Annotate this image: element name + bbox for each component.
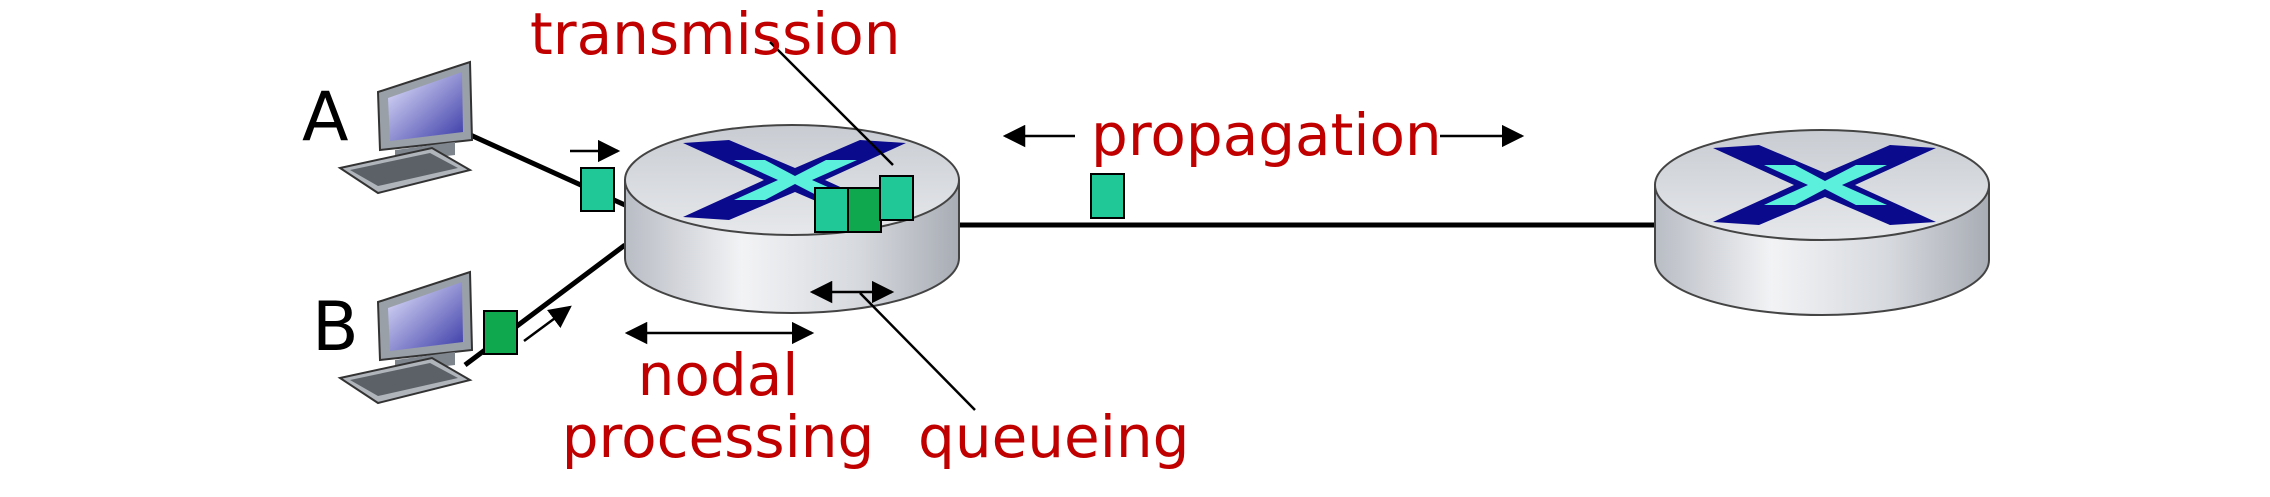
- host-b-label: B: [312, 288, 359, 367]
- nodal-label: nodal: [638, 341, 799, 409]
- queueing-pointer: [859, 292, 976, 411]
- link-b-direction-arrow: [523, 305, 572, 343]
- processing-label: processing: [562, 403, 875, 471]
- host-a-computer-icon: [337, 60, 474, 195]
- packet-on-link-b: [483, 310, 518, 355]
- packet-on-link-a: [580, 167, 615, 212]
- transmission-pointer: [769, 41, 894, 166]
- router-1-icon: [624, 124, 960, 314]
- packet-propagating: [1090, 173, 1125, 219]
- packet-queued-2: [847, 187, 882, 233]
- router-2-icon: [1654, 129, 1990, 316]
- transmission-label: transmission: [530, 0, 901, 68]
- packet-queued-1: [814, 187, 849, 233]
- packet-transmitting: [879, 175, 914, 221]
- host-a-label: A: [302, 78, 349, 157]
- propagation-label: propagation: [1091, 101, 1442, 169]
- host-b-computer-icon: [337, 270, 474, 405]
- queueing-label: queueing: [918, 403, 1189, 471]
